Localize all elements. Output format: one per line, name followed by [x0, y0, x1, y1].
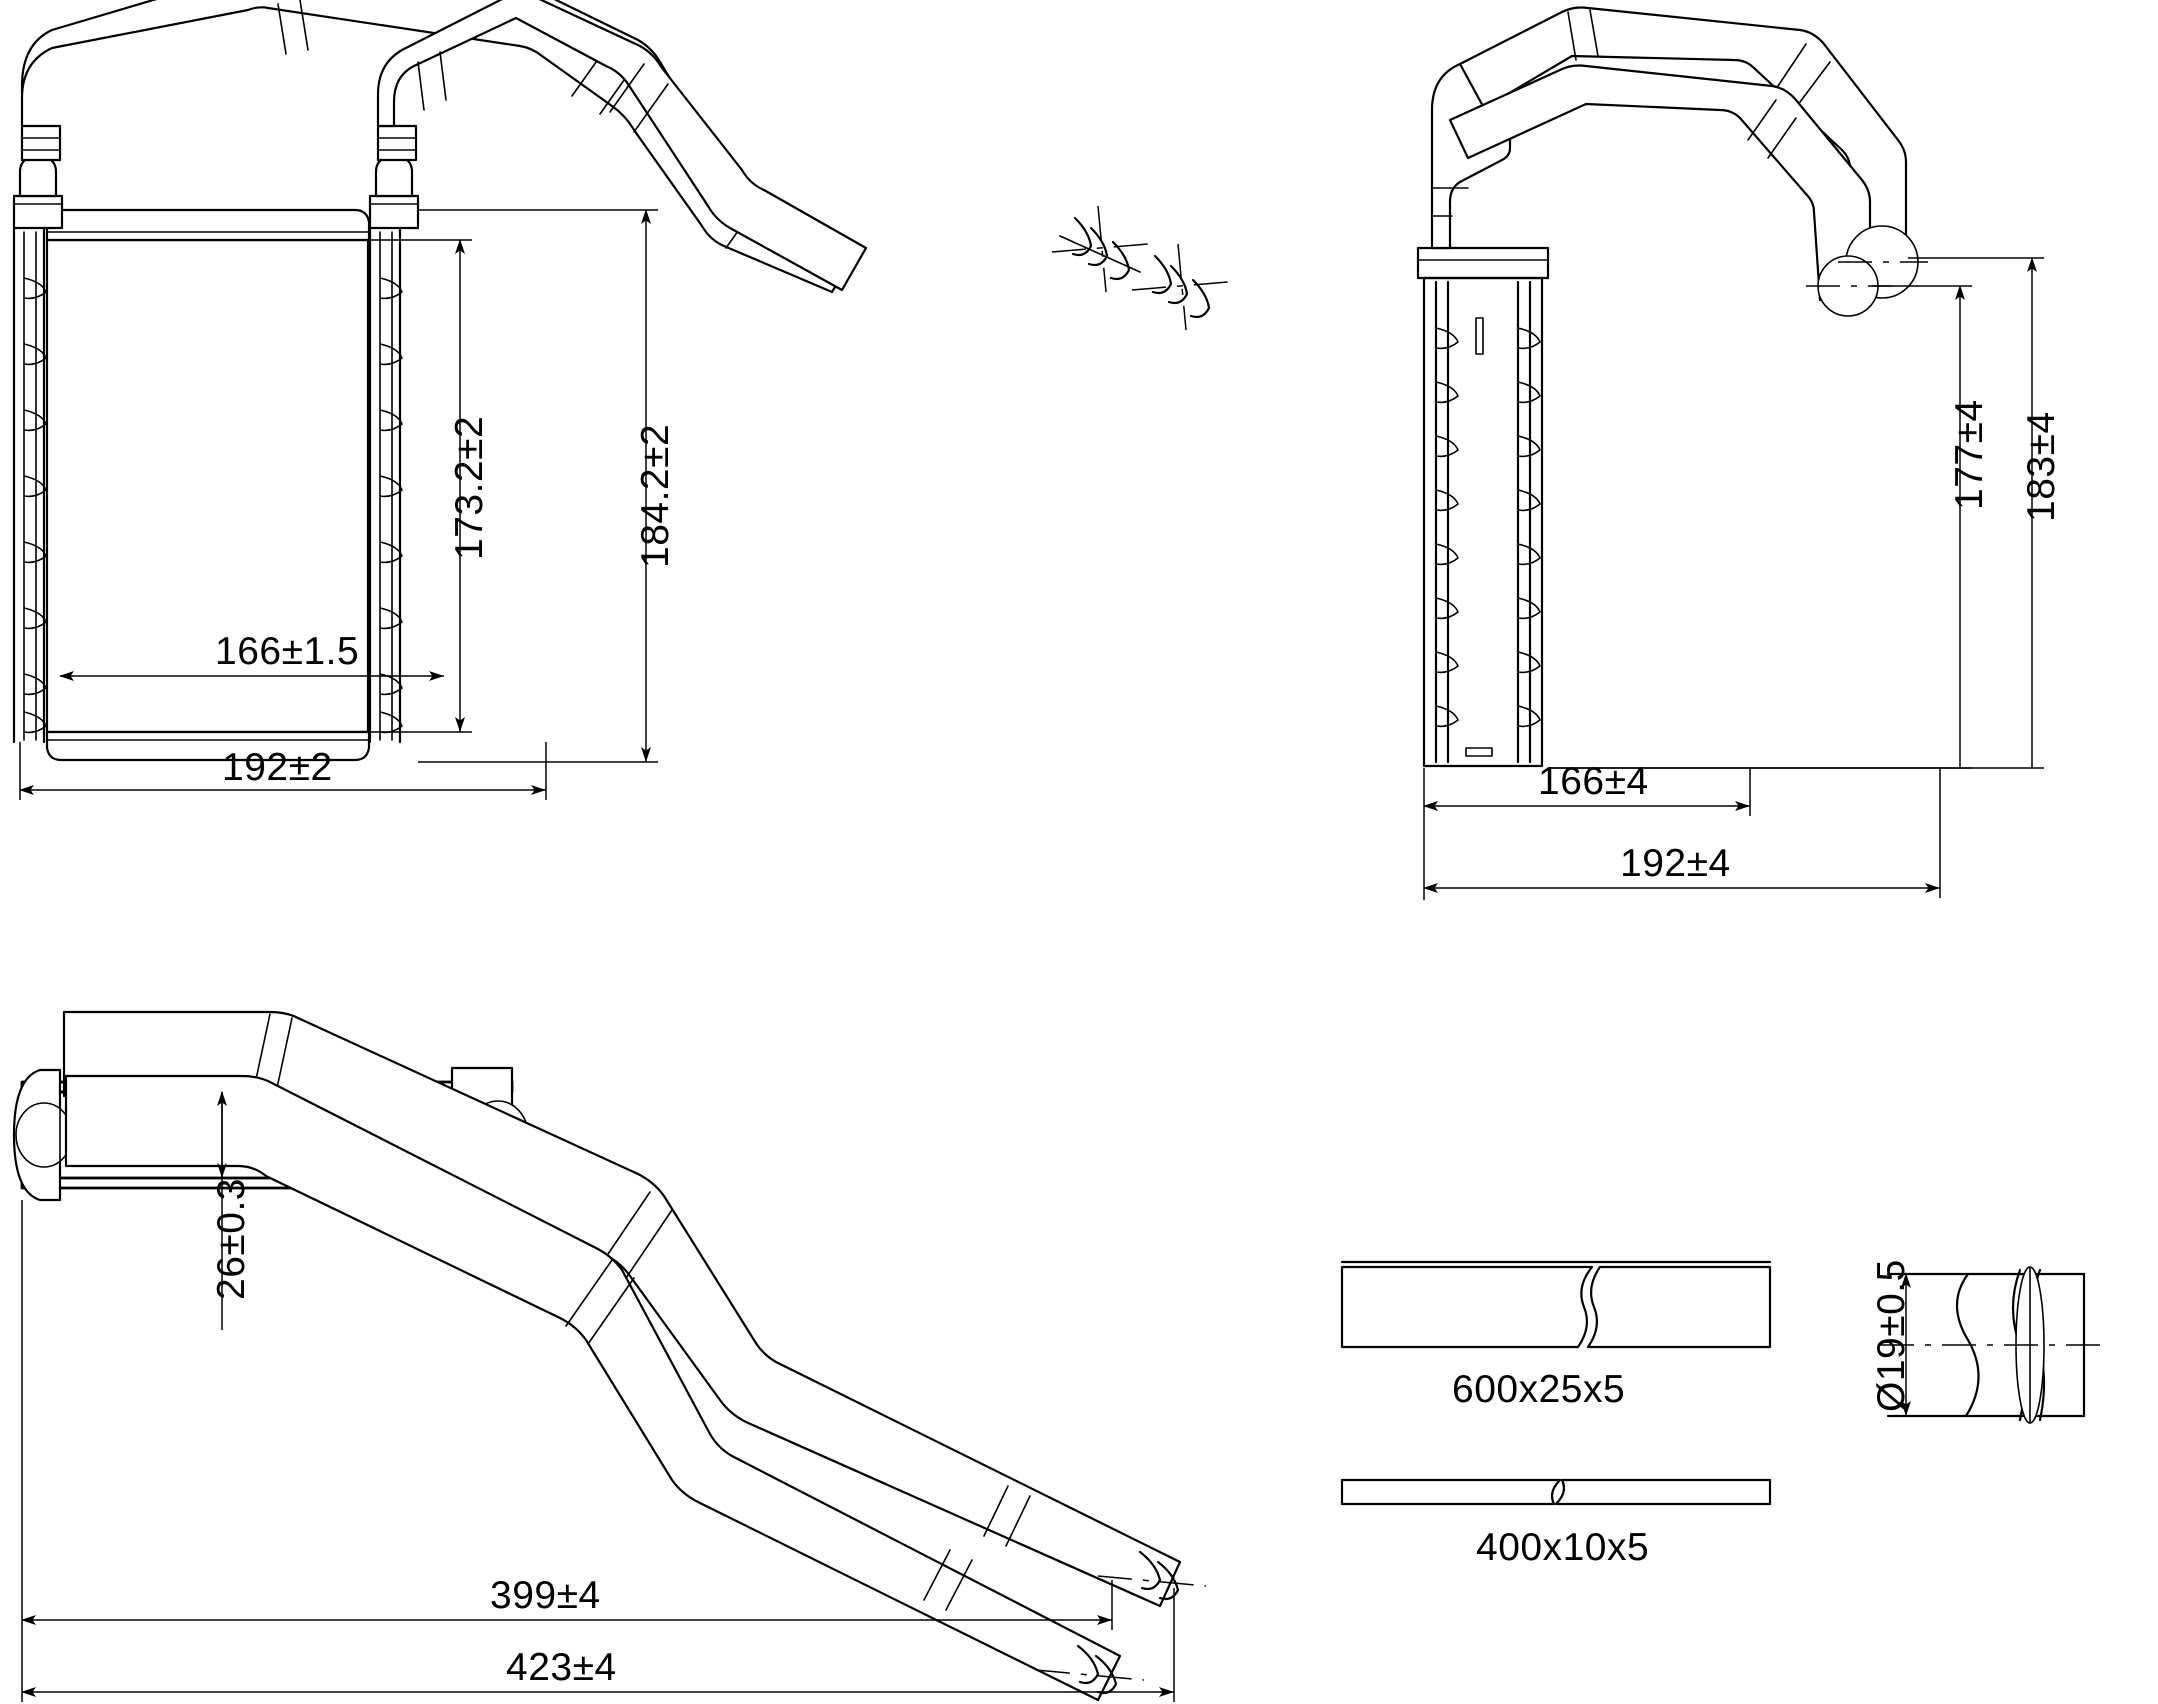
side-view-pipe-assembly — [1430, 6, 1928, 317]
front-view-core — [12, 124, 420, 762]
front-view-dimension-lines — [19, 209, 658, 800]
dimension-label-423-top: 423±4 — [506, 1646, 617, 1689]
front-view-pipe-end-upper — [1051, 205, 1149, 293]
front-view-pipe-end-lower — [1131, 243, 1229, 331]
dimension-label-184-2-front: 184.2±2 — [634, 423, 677, 568]
front-view — [12, 0, 1229, 800]
side-view-core — [1416, 246, 1550, 768]
detail-label-seal-strip-large: 600x25x5 — [1452, 1368, 1626, 1411]
dimension-label-166-side: 166±4 — [1538, 760, 1649, 803]
dimension-label-173-2-front: 173.2±2 — [448, 415, 491, 560]
front-view-pipe-assembly — [20, 0, 1229, 331]
seal-strip-small-detail — [1340, 1478, 1772, 1506]
front-view-left-port — [12, 124, 64, 230]
top-view-pipe-end-upper — [1097, 1550, 1207, 1601]
dimension-label-177-side: 177±4 — [1948, 399, 1991, 510]
side-view-pipe-end-rings — [1806, 225, 1928, 317]
top-view-pipe-assembly — [62, 1010, 1207, 1702]
side-view — [1416, 6, 2044, 900]
side-view-dimension-lines — [1423, 257, 2044, 900]
dimension-label-399-top: 399±4 — [490, 1574, 601, 1617]
pipe-diameter-detail — [1880, 1266, 2100, 1424]
dimension-label-192-front: 192±2 — [222, 746, 333, 789]
detail-label-seal-strip-small: 400x10x5 — [1476, 1526, 1650, 1569]
dimension-label-166-front: 166±1.5 — [215, 630, 360, 673]
front-view-right-port — [368, 124, 420, 230]
seal-strip-large-detail — [1340, 1260, 1772, 1349]
dimension-label-183-side: 183±4 — [2020, 411, 2063, 522]
dimension-label-192-side: 192±4 — [1620, 842, 1731, 885]
top-view-dimension-lines — [21, 1091, 1175, 1702]
top-view — [12, 1010, 1207, 1702]
detail-label-pipe-diameter: Ø19±0.5 — [1870, 1259, 1913, 1412]
dimension-label-26-top: 26±0.3 — [210, 1178, 253, 1300]
